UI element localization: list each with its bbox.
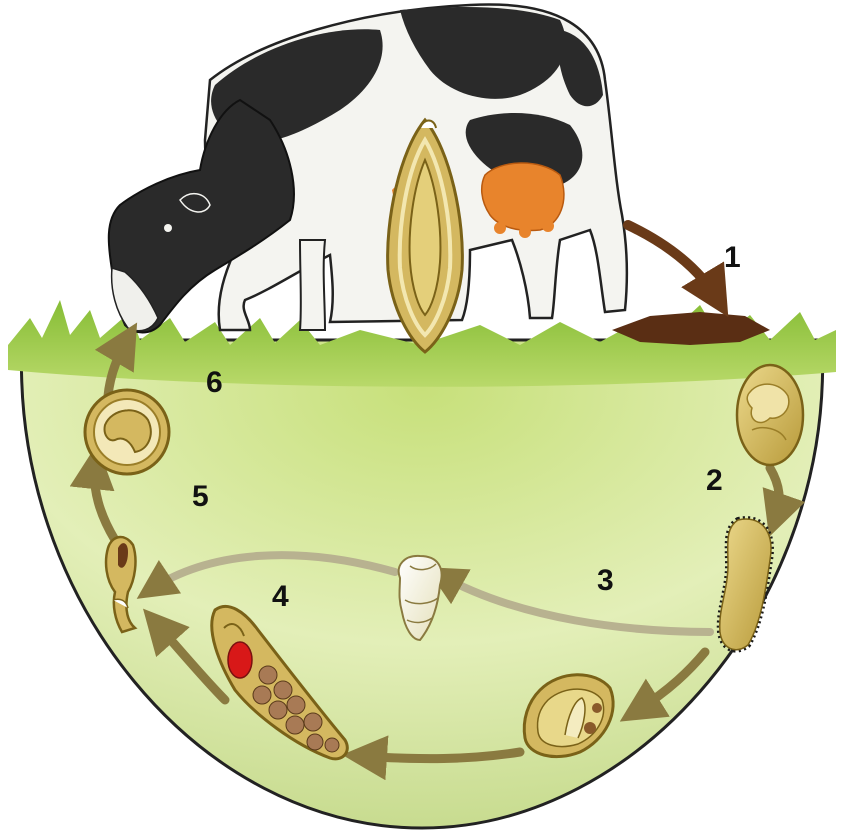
step-label-1: 1 [724,241,741,274]
cow-udder-teat [494,222,506,234]
miracidium-stage [720,519,771,650]
arrow-1 [628,225,718,300]
metacercaria-stage [85,390,169,474]
step-label-2: 2 [706,464,723,497]
egg-stage [737,365,803,465]
step-label-6: 6 [206,366,223,399]
cow-udder-teat [542,220,554,232]
step-label-3: 3 [597,564,614,597]
cow-eye [164,224,172,232]
cow-front-leg [300,240,325,330]
cow-udder-teat [519,226,531,238]
step-label-5: 5 [192,480,209,513]
step-label-4: 4 [272,580,289,613]
